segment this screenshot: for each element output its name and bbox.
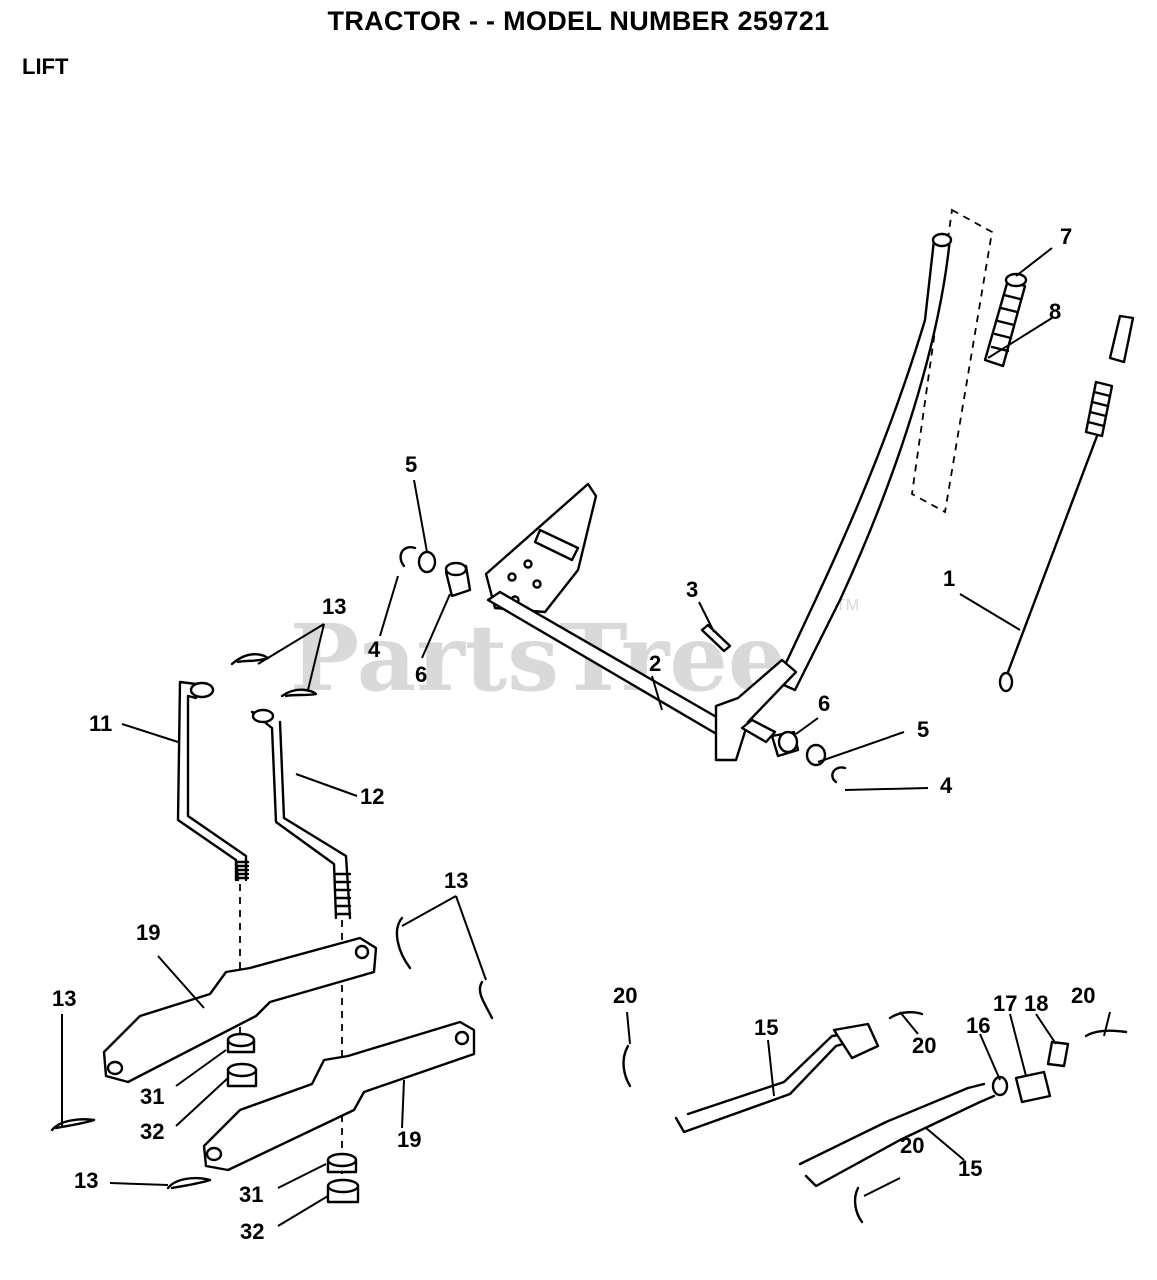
callout-20: 20 [900,1133,924,1158]
bracket-plate-slot [533,528,580,562]
lift-arm-lower [202,1020,476,1172]
handle-extension-outline [911,208,993,514]
link-12-thread [334,872,352,916]
clip-13 [280,688,318,698]
bracket-hole [523,559,533,569]
washer-16 [991,1075,1009,1097]
callout-32: 32 [240,1219,264,1244]
rod-15-lower [798,1082,996,1188]
hairpin-20 [888,1011,924,1020]
swivel-17 [1014,1070,1052,1104]
callout-31: 31 [140,1084,164,1109]
bracket-hole [507,572,517,582]
nut-32-upper-face [226,1062,258,1078]
lift-rod [1006,434,1099,674]
link-11-thread [234,858,250,882]
e-ring-right [831,766,847,784]
pin [700,623,732,653]
callout-20: 20 [1071,983,1095,1008]
hairpin-20 [853,1186,864,1224]
bracket-hole [532,579,542,589]
nut-32-lower-face [326,1178,360,1194]
bushing-left-face [444,561,468,577]
link-11 [176,680,248,882]
ferrule-18 [1046,1040,1070,1068]
callout-20: 20 [912,1033,936,1058]
leader-lines [61,247,1111,1227]
callout-16: 16 [966,1013,990,1038]
watermark-trademark: TM [836,597,859,614]
washer-31-upper-face [226,1032,256,1048]
callout-6: 6 [818,691,830,716]
callout-7: 7 [1060,224,1072,249]
clip-13 [50,1118,96,1132]
lift-arm-lower-hole [454,1030,470,1046]
lift-rod-spring-coils [1086,390,1112,428]
callout-13: 13 [322,594,346,619]
section-label: LIFT [22,54,69,79]
lift-handle-end [931,232,953,248]
callout-18: 18 [1024,991,1048,1016]
link-12 [250,710,352,920]
callout-13: 13 [52,986,76,1011]
callout-6: 6 [415,662,427,687]
callout-11: 11 [89,711,112,736]
lift-shaft-stub [740,718,777,744]
hairpin-20 [622,1044,632,1088]
callout-17: 17 [993,991,1017,1016]
rod-15-block [832,1022,880,1060]
bushing-right-face [777,730,799,754]
clip-13 [395,916,412,970]
callout-1: 1 [943,566,955,591]
lift-shaft-arm [714,658,798,762]
callout-8: 8 [1049,299,1061,324]
callout-15: 15 [754,1015,778,1040]
callout-3: 3 [686,577,698,602]
callout-13: 13 [74,1168,98,1193]
callout-32: 32 [140,1119,164,1144]
callout-15: 15 [958,1156,982,1181]
e-ring-left [399,546,417,568]
washer-left [417,550,437,574]
lift-handle [775,236,952,692]
link-12-eye [251,708,275,724]
callout-4: 4 [940,773,953,798]
clip-13 [478,980,494,1020]
lift-arm-upper-hole [354,944,370,960]
clip-13 [230,653,270,666]
lift-arm-upper [102,936,378,1084]
callout-2: 2 [649,651,661,676]
callout-5: 5 [405,452,417,477]
callout-4: 4 [368,637,381,662]
page-title: TRACTOR - - MODEL NUMBER 259721 [327,6,830,36]
grip-top [1004,272,1028,288]
lift-arm-lower-hole [205,1146,223,1162]
callout-19: 19 [397,1127,421,1152]
lift-arm-upper-hole [106,1060,124,1076]
callout-31: 31 [239,1182,263,1207]
washer-31-lower-face [326,1152,358,1168]
callout-20: 20 [613,983,637,1008]
lift-rod-end [998,671,1014,693]
callout-13: 13 [444,868,468,893]
link-11-eye [189,681,215,699]
lift-rod-spring [1084,380,1114,438]
washer-right [805,743,827,767]
callout-19: 19 [136,920,160,945]
rod-15-upper [674,1032,852,1134]
grip-ridges [990,293,1022,353]
callout-12: 12 [360,784,384,809]
lift-rod-knob [1108,314,1135,364]
callout-5: 5 [917,717,929,742]
clip-13 [166,1176,212,1190]
